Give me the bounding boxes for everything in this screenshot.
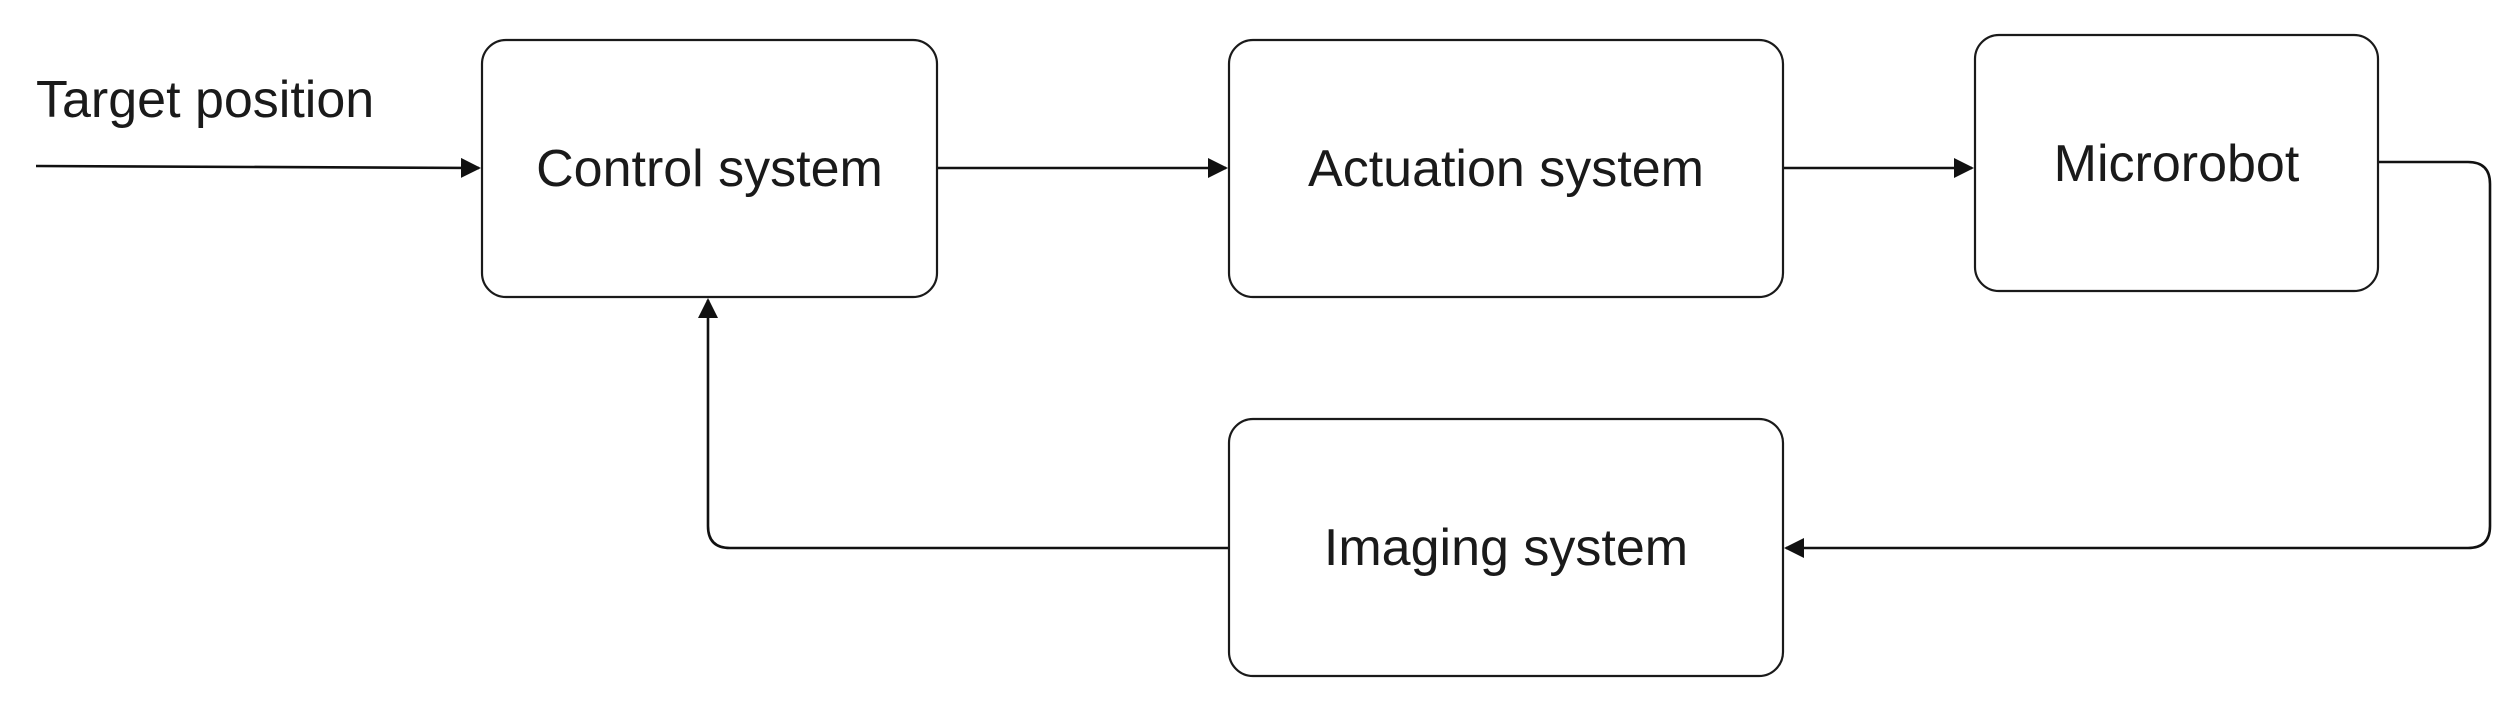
node-microrobot-label: Microrobot [2054, 135, 2300, 193]
node-microrobot: Microrobot [1973, 33, 2380, 293]
arrow-imaging-to-control [698, 298, 1228, 550]
node-control-system-label: Control system [536, 140, 883, 198]
node-imaging-system: Imaging system [1227, 417, 1785, 678]
node-actuation-system: Actuation system [1227, 38, 1785, 299]
node-imaging-system-label: Imaging system [1324, 519, 1688, 577]
arrow-input-to-control [35, 157, 481, 178]
arrow-microrobot-to-imaging [1784, 160, 2492, 558]
node-control-system: Control system [480, 38, 939, 299]
node-actuation-system-label: Actuation system [1308, 140, 1704, 198]
input-label-target-position: Target position [36, 71, 374, 129]
